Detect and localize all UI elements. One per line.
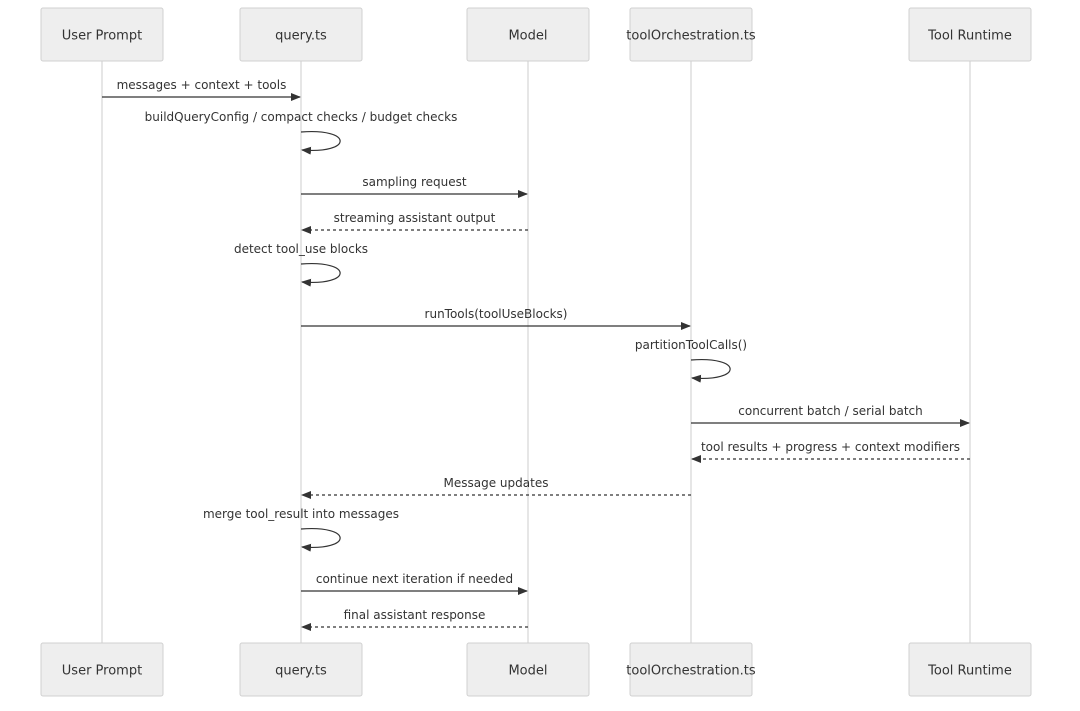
message: buildQueryConfig / compact checks / budg… xyxy=(145,110,458,155)
message: sampling request xyxy=(301,175,528,198)
actor-label: Model xyxy=(508,664,547,679)
message-label: streaming assistant output xyxy=(334,211,496,225)
message: concurrent batch / serial batch xyxy=(691,404,970,427)
actor-box-top: Tool Runtime xyxy=(908,7,1032,62)
actor-box-bottom: query.ts xyxy=(239,642,363,697)
actor-box-top: query.ts xyxy=(239,7,363,62)
actor-box-rect xyxy=(466,7,590,62)
actor-label: toolOrchestration.ts xyxy=(626,664,756,679)
message: detect tool_use blocks xyxy=(234,242,368,287)
message: final assistant response xyxy=(301,608,528,631)
actor-label: query.ts xyxy=(275,664,327,679)
message-label: messages + context + tools xyxy=(117,78,287,92)
self-call-arrow xyxy=(300,262,341,287)
actor-label: User Prompt xyxy=(62,29,142,44)
actor-box-bottom: toolOrchestration.ts xyxy=(626,642,756,697)
actor-box-rect xyxy=(908,7,1032,62)
message: continue next iteration if needed xyxy=(301,572,528,595)
message-label: detect tool_use blocks xyxy=(234,242,368,256)
message-label: concurrent batch / serial batch xyxy=(738,404,922,418)
actor-box-rect xyxy=(629,642,753,697)
actor-box-rect xyxy=(629,7,753,62)
message: messages + context + tools xyxy=(102,78,301,101)
actor-label: Model xyxy=(508,29,547,44)
actor-label: toolOrchestration.ts xyxy=(626,29,756,44)
message: streaming assistant output xyxy=(301,211,528,234)
actor-box-bottom: Tool Runtime xyxy=(908,642,1032,697)
message-label: partitionToolCalls() xyxy=(635,338,747,352)
actor-box-bottom: Model xyxy=(466,642,590,697)
messages: messages + context + tools buildQueryConf… xyxy=(102,78,970,631)
message-label: buildQueryConfig / compact checks / budg… xyxy=(145,110,458,124)
actor-box-bottom: User Prompt xyxy=(40,642,164,697)
message-label: sampling request xyxy=(362,175,467,189)
actor-box-top: User Prompt xyxy=(40,7,164,62)
actor-box-rect xyxy=(466,642,590,697)
actor-box-top: Model xyxy=(466,7,590,62)
actors-top: User Prompt query.ts Model toolOrchestratio… xyxy=(40,7,1032,62)
self-call-arrow xyxy=(300,130,341,155)
actor-label: Tool Runtime xyxy=(927,29,1012,44)
actor-box-rect xyxy=(239,7,363,62)
self-call-arrow xyxy=(690,358,731,383)
actor-box-rect xyxy=(239,642,363,697)
self-call-arrow xyxy=(300,527,341,552)
actor-box-rect xyxy=(40,7,164,62)
actor-box-top: toolOrchestration.ts xyxy=(626,7,756,62)
message-label: merge tool_result into messages xyxy=(203,507,399,521)
actor-label: Tool Runtime xyxy=(927,664,1012,679)
lifelines xyxy=(101,61,971,643)
message: Message updates xyxy=(301,476,691,499)
message: merge tool_result into messages xyxy=(203,507,399,552)
message-label: Message updates xyxy=(444,476,549,490)
message-label: continue next iteration if needed xyxy=(316,572,513,586)
message: partitionToolCalls() xyxy=(635,338,747,383)
message: runTools(toolUseBlocks) xyxy=(301,307,691,330)
message-label: runTools(toolUseBlocks) xyxy=(425,307,568,321)
actor-box-rect xyxy=(908,642,1032,697)
message-label: tool results + progress + context modifi… xyxy=(701,440,960,454)
actor-label: User Prompt xyxy=(62,664,142,679)
actor-label: query.ts xyxy=(275,29,327,44)
actor-box-rect xyxy=(40,642,164,697)
message-label: final assistant response xyxy=(344,608,486,622)
message: tool results + progress + context modifi… xyxy=(691,440,970,463)
actors-bottom: User Prompt query.ts Model toolOrchestratio… xyxy=(40,642,1032,697)
